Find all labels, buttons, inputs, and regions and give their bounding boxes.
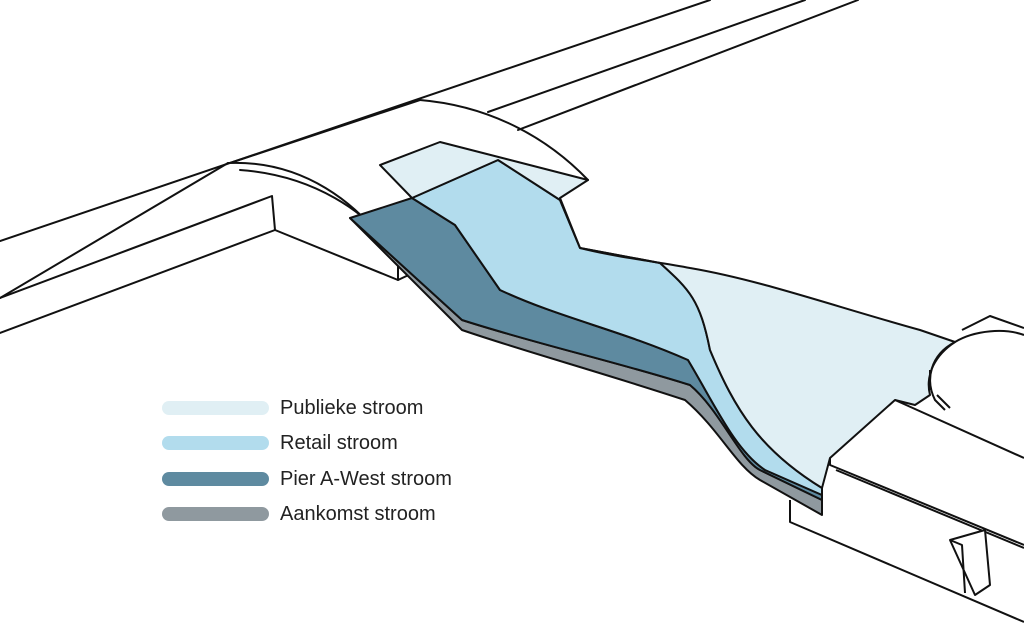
legend-swatch-pier <box>162 471 269 486</box>
legend: Publieke stroom Retail stroom Pier A-Wes… <box>162 395 452 527</box>
legend-label-retail: Retail stroom <box>280 432 398 455</box>
right-platform <box>789 399 1024 623</box>
legend-item-pier: Pier A-West stroom <box>162 466 452 492</box>
legend-swatch-retail <box>162 436 269 451</box>
legend-label-pier: Pier A-West stroom <box>280 467 452 490</box>
terminal-rotunda <box>929 315 1024 411</box>
left-building <box>0 0 711 334</box>
legend-item-retail: Retail stroom <box>162 431 452 457</box>
legend-swatch-publieke <box>162 400 269 415</box>
legend-swatch-aankomst <box>162 507 269 522</box>
right-building <box>487 0 859 131</box>
legend-label-aankomst: Aankomst stroom <box>280 503 436 526</box>
legend-item-aankomst: Aankomst stroom <box>162 502 452 528</box>
legend-label-publieke: Publieke stroom <box>280 396 424 419</box>
legend-item-publieke: Publieke stroom <box>162 395 452 421</box>
